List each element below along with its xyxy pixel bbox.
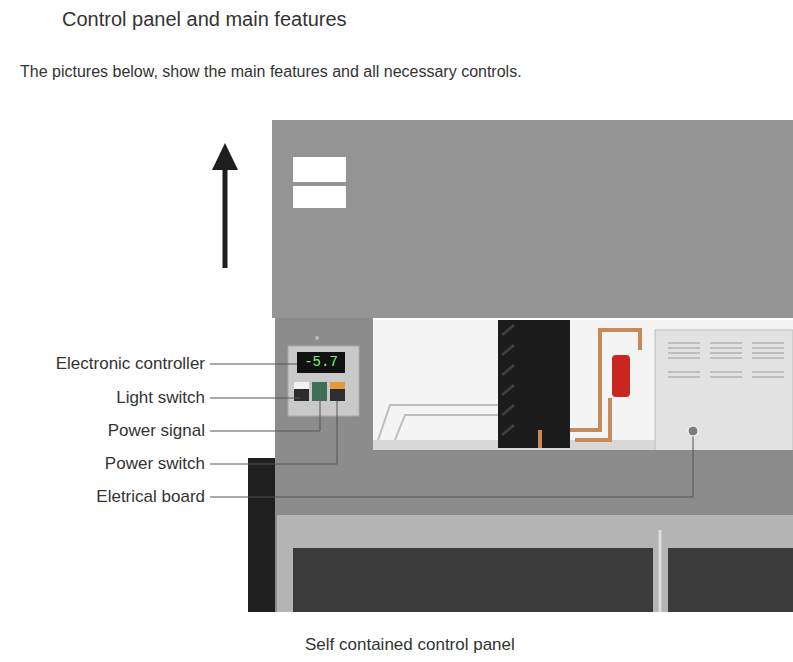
screw [315,336,319,340]
door-frame [277,515,793,612]
wire-rack [395,415,500,440]
power-switch-button [330,382,345,401]
direction-arrow [223,165,228,268]
controller-display [297,352,345,373]
leader-line [210,364,297,365]
controller-plate [288,346,359,416]
filter-drier [612,355,630,397]
power-switch-cap [330,382,345,389]
display-readout: -5.7 [297,352,345,373]
canopy-slot [293,157,346,182]
condenser-fins [502,325,514,435]
copper-pipe [540,330,640,448]
power-signal-lamp [312,382,327,401]
canopy-panel [272,120,793,318]
callout-label: Electronic controller [56,354,205,374]
side-strip [248,458,278,612]
leader-dot [688,426,698,436]
leader-lines [210,364,693,497]
light-switch-cap [294,382,309,389]
figure-caption: Self contained control panel [305,635,515,655]
door-glass [293,548,653,612]
intro-note: The pictures below, show the main featur… [20,62,522,82]
door-divider [659,530,662,612]
lower-frame [373,450,793,518]
leader-line [210,398,300,399]
warning-stickers [668,343,784,377]
arrow-head [212,143,238,170]
callout-label: Power signal [108,421,205,441]
leader-line [210,401,320,431]
canopy-slot [293,186,346,208]
wire-rack [378,405,500,440]
leader-line [210,401,337,464]
callout-label: Eletrical board [96,487,205,507]
callout-label: Power switch [105,454,205,474]
door-glass [668,548,793,612]
callout-label: Light switch [116,388,205,408]
electrical-board [655,330,793,455]
condenser-unit [498,320,570,448]
leader-line [210,436,693,497]
page-title: Control panel and main features [62,9,347,29]
